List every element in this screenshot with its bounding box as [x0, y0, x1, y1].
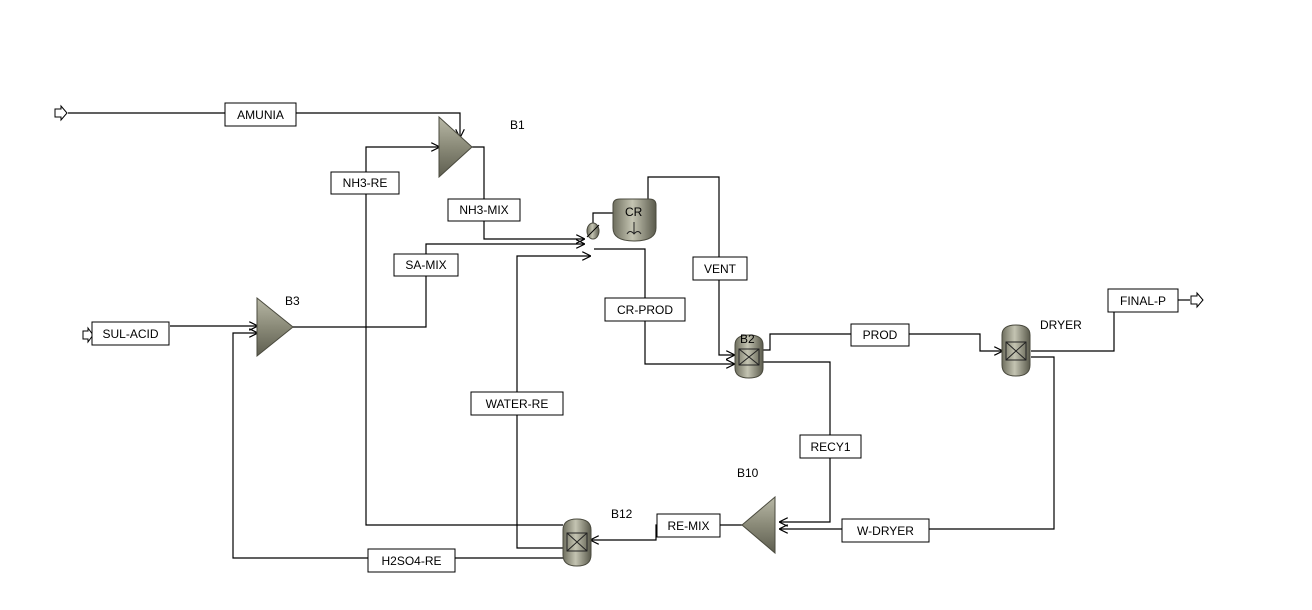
- stream-label-amunia[interactable]: AMUNIA: [224, 102, 297, 127]
- block-label-b10: B10: [737, 466, 759, 480]
- heater-icon[interactable]: [586, 222, 600, 240]
- reactor-cr[interactable]: CR: [612, 198, 657, 242]
- svg-text:NH3-MIX: NH3-MIX: [459, 203, 508, 217]
- stream-sul-acid-line[interactable]: [82, 326, 257, 344]
- separator-b12[interactable]: B12: [562, 507, 633, 567]
- block-label-b1: B1: [510, 118, 525, 132]
- svg-text:FINAL-P: FINAL-P: [1120, 294, 1166, 308]
- product-arrow-icon: [1190, 291, 1204, 309]
- stream-h2so4-re-line[interactable]: [232, 333, 563, 559]
- svg-text:H2SO4-RE: H2SO4-RE: [381, 554, 441, 568]
- stream-final-p-line[interactable]: [1031, 291, 1204, 352]
- stream-label-cr-prod[interactable]: CR-PROD: [604, 297, 686, 322]
- separator-b2[interactable]: B2: [734, 332, 764, 379]
- mixer-b1[interactable]: B1: [438, 115, 525, 179]
- feed-arrow-icon: [82, 326, 94, 344]
- stream-label-vent[interactable]: VENT: [692, 256, 748, 281]
- svg-text:VENT: VENT: [704, 262, 737, 276]
- feed-arrow-icon: [54, 104, 68, 122]
- block-label-b12: B12: [611, 507, 633, 521]
- stream-label-nh3-mix[interactable]: NH3-MIX: [447, 198, 521, 222]
- stream-vent-line[interactable]: [647, 176, 734, 355]
- stream-label-sul-acid[interactable]: SUL-ACID: [91, 321, 170, 346]
- svg-text:WATER-RE: WATER-RE: [486, 397, 549, 411]
- dryer-unit[interactable]: DRYER: [1001, 318, 1082, 377]
- mixer-b3[interactable]: B3: [256, 294, 307, 358]
- stream-label-final-p[interactable]: FINAL-P: [1107, 288, 1179, 313]
- svg-text:NH3-RE: NH3-RE: [343, 176, 388, 190]
- stream-nh3-mix-line[interactable]: [472, 146, 584, 239]
- svg-text:SA-MIX: SA-MIX: [405, 258, 446, 272]
- stream-amunia-line[interactable]: [54, 104, 460, 137]
- stream-label-h2so4-re[interactable]: H2SO4-RE: [367, 548, 456, 573]
- stream-nh3-re-line[interactable]: [365, 147, 563, 526]
- mixer-b10[interactable]: B10: [737, 466, 776, 555]
- stream-label-recy1[interactable]: RECY1: [799, 434, 862, 459]
- block-label-dryer: DRYER: [1040, 318, 1082, 332]
- block-label-b2: B2: [740, 332, 755, 346]
- agitator-icon: [626, 222, 642, 235]
- svg-text:AMUNIA: AMUNIA: [237, 108, 284, 122]
- svg-text:PROD: PROD: [863, 328, 898, 342]
- svg-text:RECY1: RECY1: [810, 440, 850, 454]
- stream-sa-mix-line[interactable]: [293, 244, 584, 328]
- stream-label-re-mix[interactable]: RE-MIX: [656, 513, 721, 538]
- stream-label-water-re[interactable]: WATER-RE: [470, 391, 564, 416]
- svg-text:RE-MIX: RE-MIX: [668, 519, 710, 533]
- stream-label-prod[interactable]: PROD: [850, 323, 910, 347]
- stream-label-nh3-re[interactable]: NH3-RE: [330, 171, 400, 195]
- block-label-cr: CR: [625, 205, 643, 219]
- svg-text:W-DRYER: W-DRYER: [857, 524, 914, 538]
- stream-label-w-dryer[interactable]: W-DRYER: [841, 518, 930, 543]
- block-label-b3: B3: [285, 294, 300, 308]
- stream-label-sa-mix[interactable]: SA-MIX: [393, 253, 459, 277]
- svg-text:CR-PROD: CR-PROD: [617, 303, 673, 317]
- svg-text:SUL-ACID: SUL-ACID: [102, 327, 158, 341]
